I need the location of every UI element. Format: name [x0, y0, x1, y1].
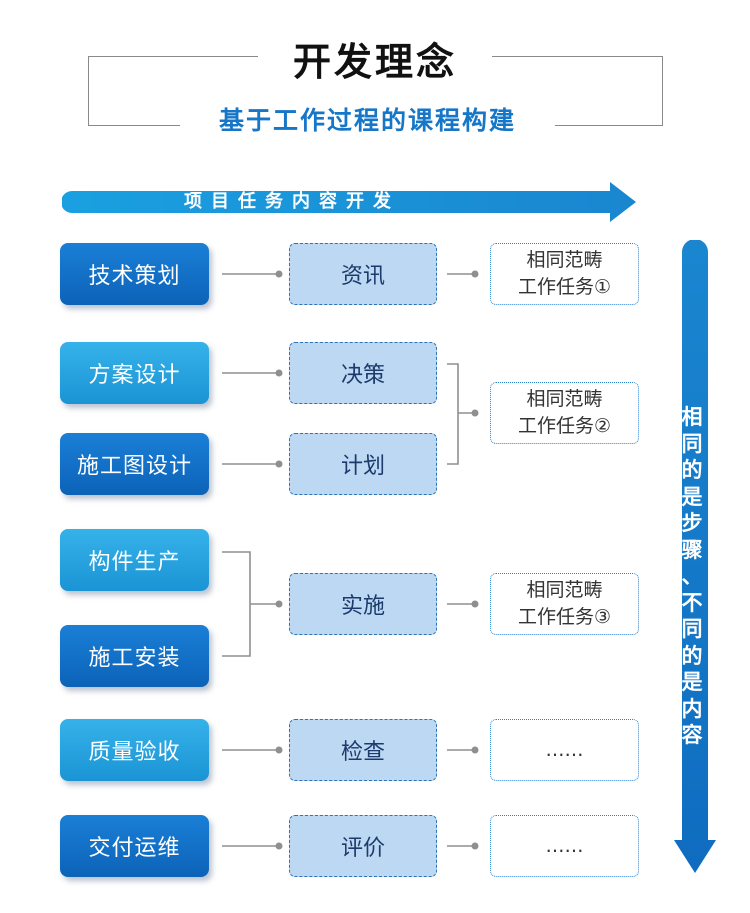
title-mask	[258, 40, 492, 80]
task-box-ellipsis-2: ……	[490, 815, 639, 877]
stage-box-delivery-operation: 交付运维	[60, 815, 209, 877]
page-title: 开发理念	[292, 40, 457, 84]
vertical-arrow-icon	[674, 240, 716, 873]
task-line2: 工作任务①	[517, 276, 612, 298]
task-ellipsis: ……	[545, 738, 584, 761]
step-box-evaluation: 评价	[289, 815, 437, 877]
stage-box-quality-acceptance: 质量验收	[60, 719, 209, 781]
task-line2: 工作任务③	[517, 606, 612, 628]
task-box-3: 相同范畴 工作任务③	[490, 573, 639, 635]
side-char: 的	[681, 643, 703, 668]
side-char: 同	[681, 431, 703, 456]
step-box-inspection: 检查	[289, 719, 437, 781]
task-box-1: 相同范畴 工作任务①	[490, 243, 639, 305]
step-box-information: 资讯	[289, 243, 437, 305]
task-box-ellipsis-1: ……	[490, 719, 639, 781]
page-subtitle: 基于工作过程的课程构建	[218, 106, 516, 135]
task-box-2: 相同范畴 工作任务②	[490, 382, 639, 444]
step-box-decision: 决策	[289, 342, 437, 404]
task-line1: 相同范畴	[526, 388, 603, 410]
stage-box-construction-drawing: 施工图设计	[60, 433, 209, 495]
horizontal-arrow-icon	[62, 182, 636, 222]
side-char: 不	[681, 590, 703, 615]
step-box-implementation: 实施	[289, 573, 437, 635]
task-line1: 相同范畴	[526, 249, 603, 271]
stage-box-scheme-design: 方案设计	[60, 342, 209, 404]
task-line2: 工作任务②	[517, 415, 612, 437]
side-char: 是	[681, 484, 703, 509]
stage-box-tech-planning: 技术策划	[60, 243, 209, 305]
step-box-plan: 计划	[289, 433, 437, 495]
side-char: 内	[681, 696, 703, 721]
side-char: 、	[681, 564, 703, 588]
vertical-arrow-label: 相 同 的 是 步 骤 、 不 同 的 是 内 容	[677, 404, 707, 749]
stage-box-component-production: 构件生产	[60, 529, 209, 591]
horizontal-arrow-label: 项目任务内容开发	[184, 191, 400, 212]
task-line1: 相同范畴	[526, 579, 603, 601]
side-char: 步	[681, 511, 703, 535]
side-char: 是	[681, 670, 703, 694]
task-ellipsis: ……	[545, 834, 584, 857]
side-char: 骤	[681, 537, 703, 562]
side-char: 的	[681, 458, 703, 482]
side-char: 同	[681, 617, 703, 641]
subtitle-mask	[180, 104, 555, 140]
side-char: 相	[681, 405, 703, 429]
stage-box-installation: 施工安装	[60, 625, 209, 687]
side-char: 容	[681, 723, 703, 747]
